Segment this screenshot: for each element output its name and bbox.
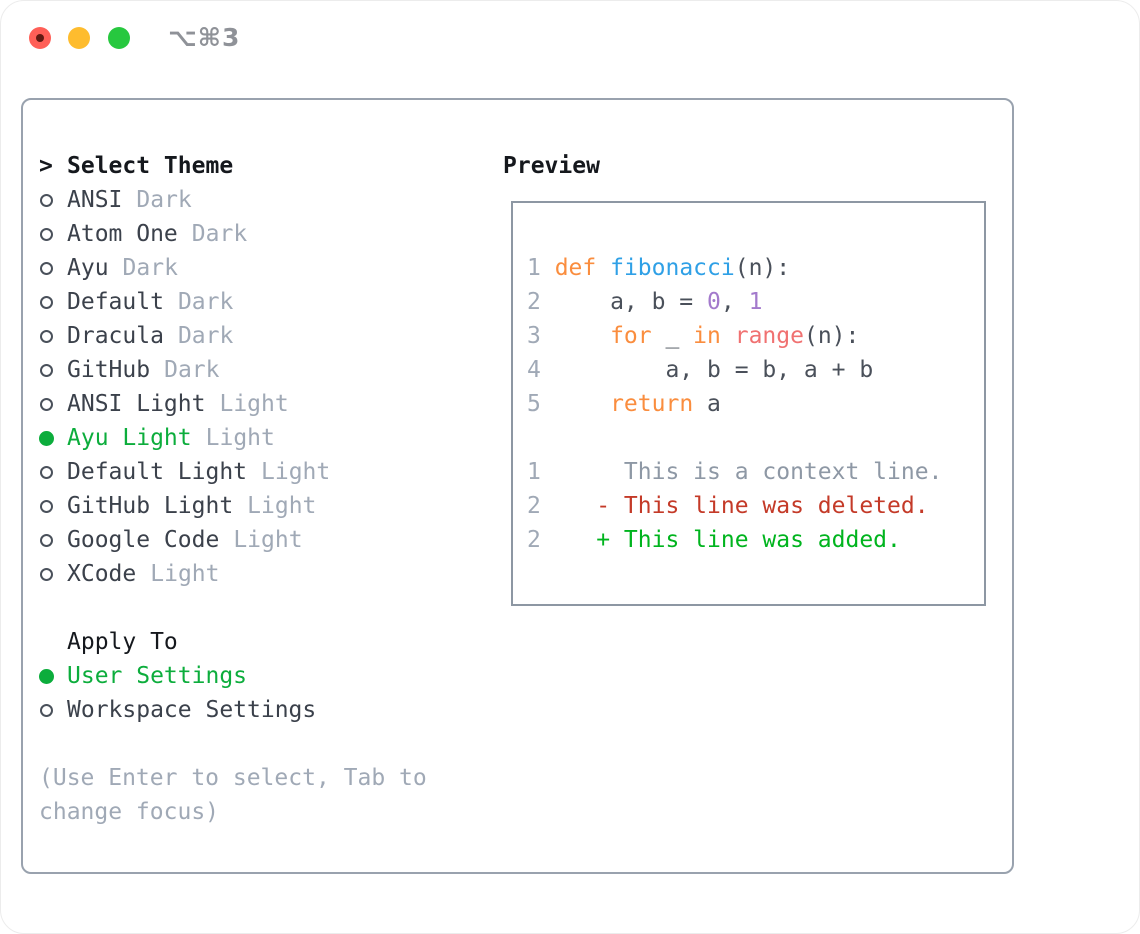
radio-selected-icon <box>39 668 54 684</box>
hint-line: change focus) <box>39 799 220 825</box>
theme-option[interactable]: ANSI Dark <box>39 183 427 217</box>
line-number: 2 <box>527 289 541 315</box>
theme-option[interactable]: Dracula Dark <box>39 319 427 353</box>
option-label: GitHub Light <box>67 493 234 519</box>
line-number: 1 <box>527 459 541 485</box>
option-variant-label: Dark <box>177 323 234 349</box>
code-line: 2 + This line was added. <box>527 527 901 553</box>
radio-icon <box>40 227 53 241</box>
option-variant-label: Light <box>233 527 303 553</box>
option-variant-label: Dark <box>164 357 220 383</box>
select-theme-title: Select Theme <box>67 153 234 179</box>
code-line: 2 - This line was deleted. <box>527 493 929 519</box>
option-label: ANSI Light <box>67 391 206 417</box>
radio-icon <box>40 499 53 513</box>
theme-option[interactable]: Ayu Light Light <box>39 421 427 455</box>
window-title: ⌥⌘3 <box>168 23 241 52</box>
radio-icon <box>40 363 53 377</box>
option-label: Ayu Light <box>67 425 192 451</box>
option-variant-label: Light <box>150 561 220 587</box>
spacer <box>39 591 427 625</box>
theme-option[interactable]: Default Light Light <box>39 455 427 489</box>
radio-icon <box>40 397 53 411</box>
option-variant-label: Light <box>219 391 289 417</box>
apply-to-title: Apply To <box>67 629 178 655</box>
preview-title: Preview <box>503 153 600 179</box>
option-label: User Settings <box>67 663 248 689</box>
prompt-arrow-icon: > <box>39 153 53 179</box>
code-line <box>527 421 984 455</box>
code-line: 5 return a <box>527 391 721 417</box>
minimize-button[interactable] <box>68 27 90 49</box>
option-label: ANSI <box>67 187 123 213</box>
radio-selected-icon <box>39 430 54 446</box>
option-label: Dracula <box>67 323 164 349</box>
theme-option[interactable]: GitHub Dark <box>39 353 427 387</box>
line-number: 5 <box>527 391 541 417</box>
option-variant-label: Dark <box>177 289 234 315</box>
theme-option[interactable]: Ayu Dark <box>39 251 427 285</box>
apply-to-option[interactable]: Workspace Settings <box>39 693 427 727</box>
titlebar: ⌥⌘3 <box>1 1 1139 75</box>
option-variant-label: Light <box>247 493 317 519</box>
theme-option[interactable]: Default Dark <box>39 285 427 319</box>
select-theme-header: > Select Theme <box>39 149 427 183</box>
option-variant-label: Light <box>205 425 275 451</box>
option-label: Google Code <box>67 527 220 553</box>
option-label: Ayu <box>67 255 109 281</box>
option-variant-label: Dark <box>122 255 178 281</box>
line-number: 2 <box>527 493 541 519</box>
close-icon <box>36 34 44 42</box>
radio-icon <box>40 295 53 309</box>
theme-option[interactable]: GitHub Light Light <box>39 489 427 523</box>
line-number: 2 <box>527 527 541 553</box>
radio-icon <box>40 703 53 717</box>
option-label: Workspace Settings <box>67 697 317 723</box>
code-line: 2 a, b = 0, 1 <box>527 289 763 315</box>
radio-icon <box>40 261 53 275</box>
line-number: 3 <box>527 323 541 349</box>
radio-icon <box>40 465 53 479</box>
radio-icon <box>40 329 53 343</box>
option-variant-label: Dark <box>136 187 192 213</box>
apply-to-option[interactable]: User Settings <box>39 659 427 693</box>
theme-option[interactable]: ANSI Light Light <box>39 387 427 421</box>
code-line: 1 This is a context line. <box>527 459 943 485</box>
theme-option[interactable]: Google Code Light <box>39 523 427 557</box>
option-label: Default Light <box>67 459 248 485</box>
code-line: 3 for _ in range(n): <box>527 323 860 349</box>
option-variant-label: Dark <box>191 221 248 247</box>
close-button[interactable] <box>29 27 51 49</box>
option-label: Default <box>67 289 164 315</box>
line-number: 1 <box>527 255 541 281</box>
option-label: XCode <box>67 561 137 587</box>
apply-to-header: Apply To <box>39 625 427 659</box>
hint-text: (Use Enter to select, Tab to change focu… <box>39 761 427 829</box>
radio-icon <box>40 193 53 207</box>
line-number: 4 <box>527 357 541 383</box>
code-line: 4 a, b = b, a + b <box>527 357 874 383</box>
radio-icon <box>40 567 53 581</box>
hint-line: (Use Enter to select, Tab to <box>39 765 427 791</box>
option-label: GitHub <box>67 357 151 383</box>
option-label: Atom One <box>67 221 178 247</box>
maximize-button[interactable] <box>108 27 130 49</box>
radio-icon <box>40 533 53 547</box>
option-variant-label: Light <box>261 459 331 485</box>
theme-option[interactable]: Atom One Dark <box>39 217 427 251</box>
theme-option[interactable]: XCode Light <box>39 557 427 591</box>
